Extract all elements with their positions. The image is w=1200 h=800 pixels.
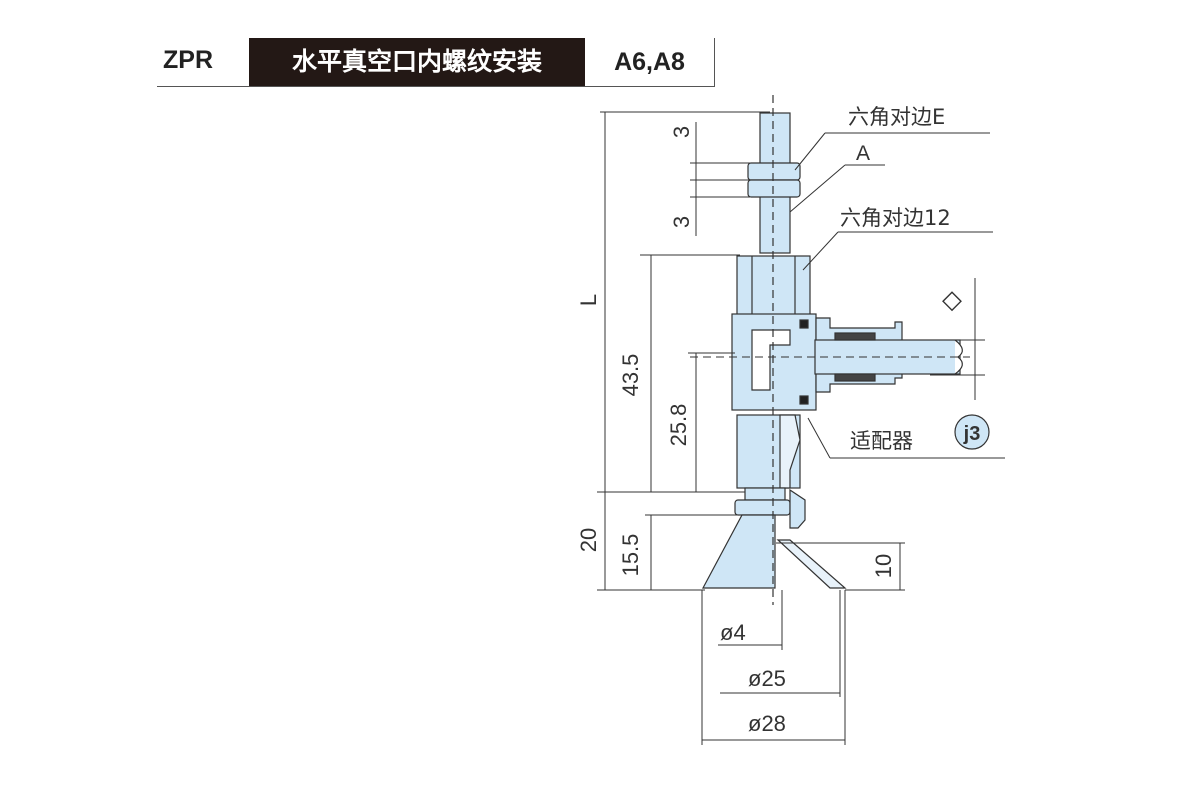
dim-25-8: 25.8 xyxy=(666,404,691,447)
dim-dia-4: ø4 xyxy=(720,620,746,645)
callout-hex-e: 六角对边E xyxy=(848,105,945,129)
series-label: ZPR xyxy=(163,46,213,74)
part-body xyxy=(701,112,963,589)
dim-3-bottom: 3 xyxy=(669,216,694,228)
adapter-clip xyxy=(789,488,806,529)
neck xyxy=(744,487,786,501)
collar xyxy=(734,499,791,516)
hex-nut-upper xyxy=(747,162,801,181)
dim-20: 20 xyxy=(576,528,601,552)
dim-43-5: 43.5 xyxy=(618,354,643,397)
dim-10: 10 xyxy=(871,554,896,578)
page-title: 水平真空口内螺纹安装 xyxy=(249,38,585,86)
hex-nut-lower xyxy=(747,179,801,198)
dimension-lines xyxy=(597,111,1005,745)
callout-hex-12: 六角对边12 xyxy=(840,206,951,230)
model-label: A6,A8 xyxy=(585,38,715,86)
dim-L: L xyxy=(576,294,601,306)
tee-inner-section xyxy=(751,329,791,391)
dim-15-5: 15.5 xyxy=(618,534,643,577)
dim-dia-25: ø25 xyxy=(748,666,786,691)
adapter-code: j3 xyxy=(963,423,981,445)
header-bar: ZPR 水平真空口内螺纹安装 A6,A8 xyxy=(157,38,715,87)
adapter-code-badge xyxy=(954,414,990,450)
callout-adapter: 适配器 xyxy=(850,429,913,453)
callout-a: A xyxy=(856,142,870,165)
dim-3-top: 3 xyxy=(669,126,694,138)
suction-cup-left xyxy=(701,514,776,589)
tube-diameter-symbol: ◇ xyxy=(942,284,962,314)
suction-cup-section xyxy=(776,539,847,589)
dim-dia-28: ø28 xyxy=(748,711,786,736)
